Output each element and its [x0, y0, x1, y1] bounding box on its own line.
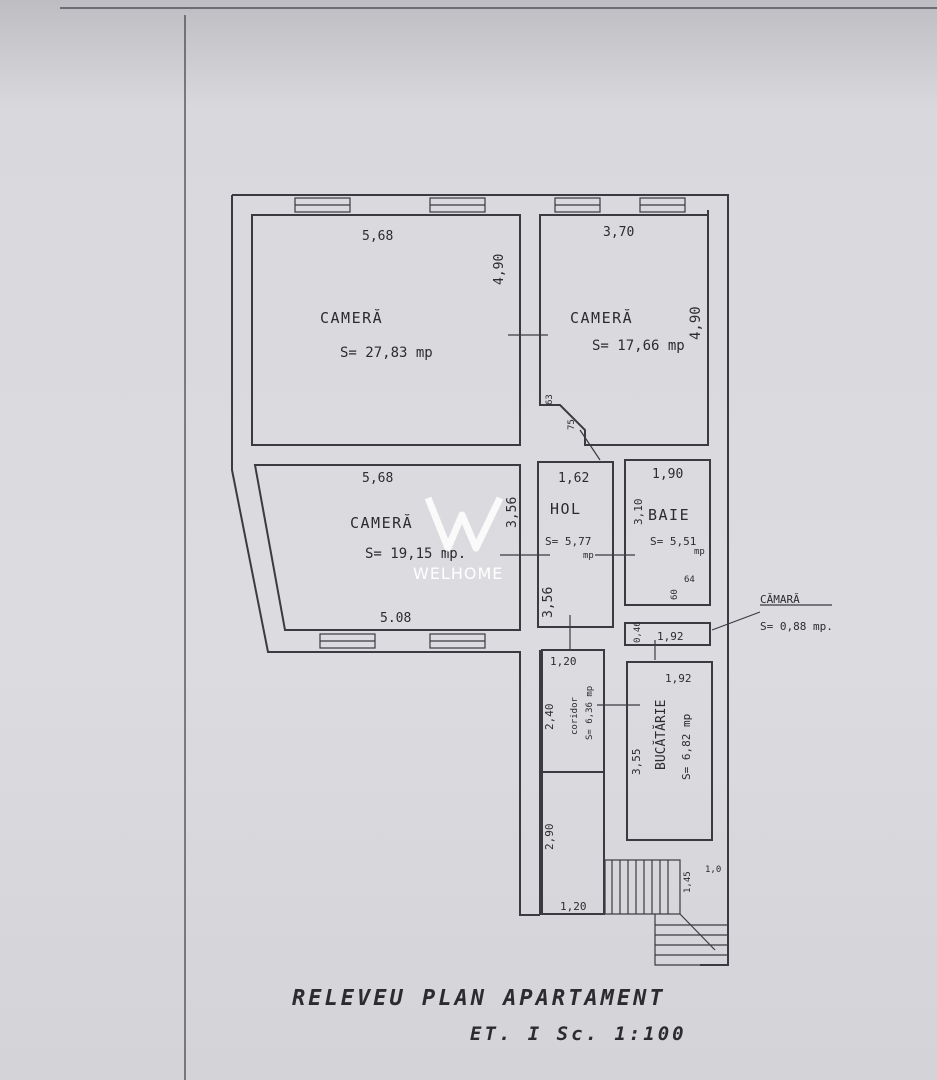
- baie-area-unit: mp: [694, 547, 705, 557]
- room-hol: [537, 461, 614, 628]
- camera-2-width: 3,70: [603, 225, 634, 240]
- welhome-logo: [424, 496, 504, 552]
- coridor-area: S= 6,36 mp: [585, 686, 595, 740]
- camera-1-width: 5,68: [362, 229, 393, 244]
- bucatarie-name: BUCĂTĂRIE: [653, 700, 669, 770]
- dim-1-20-bottom: 1,20: [560, 900, 587, 913]
- room-baie: [624, 459, 711, 606]
- room-camara: [624, 622, 711, 646]
- camara-area: S= 0,88 mp.: [760, 620, 833, 633]
- plan-subtitle: ET. I Sc. 1:100: [470, 1023, 687, 1045]
- dim-75: 75: [567, 419, 577, 430]
- camera-3-name: CAMERĂ: [350, 513, 413, 532]
- baie-name: BAIE: [648, 506, 690, 524]
- room-hallway-lower: [541, 771, 605, 915]
- room-camera-1: [251, 214, 521, 446]
- hol-area: S= 5,77: [545, 535, 591, 548]
- hol-height: 3,56: [541, 587, 556, 618]
- dim-64: 64: [684, 575, 695, 585]
- bucatarie-height: 3,55: [630, 749, 643, 776]
- camera-3-area: S= 19,15 mp.: [365, 546, 466, 562]
- camara-name: CĂMARĂ: [760, 593, 800, 606]
- camara-width: 1,92: [657, 630, 684, 643]
- watermark-text: WELHOME: [413, 564, 503, 583]
- plan-title: RELEVEU PLAN APARTAMENT: [292, 986, 666, 1011]
- dim-2-90: 2,90: [543, 824, 556, 851]
- baie-area: S= 5,51: [650, 535, 696, 548]
- camera-3-width: 5,68: [362, 471, 393, 486]
- coridor-height: 2,40: [543, 704, 556, 731]
- dim-60: 60: [670, 589, 680, 600]
- camara-height: 0,46: [633, 621, 643, 643]
- dim-63: 63: [545, 394, 555, 405]
- room-bucatarie: [626, 661, 713, 841]
- baie-height: 3,10: [632, 499, 645, 526]
- camera-3-height: 3,56: [505, 497, 520, 528]
- staircase: [604, 859, 728, 966]
- hol-area-unit: mp: [583, 551, 594, 561]
- windows: [294, 197, 686, 649]
- camera-2-height: 4,90: [688, 306, 704, 340]
- coridor-width: 1,20: [550, 655, 577, 668]
- camara-callout-line: [711, 611, 761, 631]
- hol-name: HOL: [550, 500, 582, 518]
- room-camera-2: [539, 214, 709, 446]
- dim-1-45: 1,45: [683, 871, 693, 893]
- camera-2-area: S= 17,66 mp: [592, 338, 685, 354]
- dim-1-0: 1,0: [705, 865, 721, 875]
- camera-1-name: CAMERĂ: [320, 308, 383, 327]
- coridor-name: coridor: [570, 696, 580, 735]
- camera-3-bottom-width: 5.08: [380, 611, 411, 626]
- camera-2-name: CAMERĂ: [570, 308, 633, 327]
- door-marks: [500, 320, 656, 706]
- bucatarie-area: S= 6,82 mp: [680, 714, 693, 780]
- baie-width: 1,90: [652, 467, 683, 482]
- hol-width: 1,62: [558, 471, 589, 486]
- room-camera-3: [253, 464, 521, 631]
- bucatarie-width: 1,92: [665, 672, 692, 685]
- camera-1-area: S= 27,83 mp: [340, 345, 433, 361]
- camera-1-height: 4,90: [492, 254, 507, 285]
